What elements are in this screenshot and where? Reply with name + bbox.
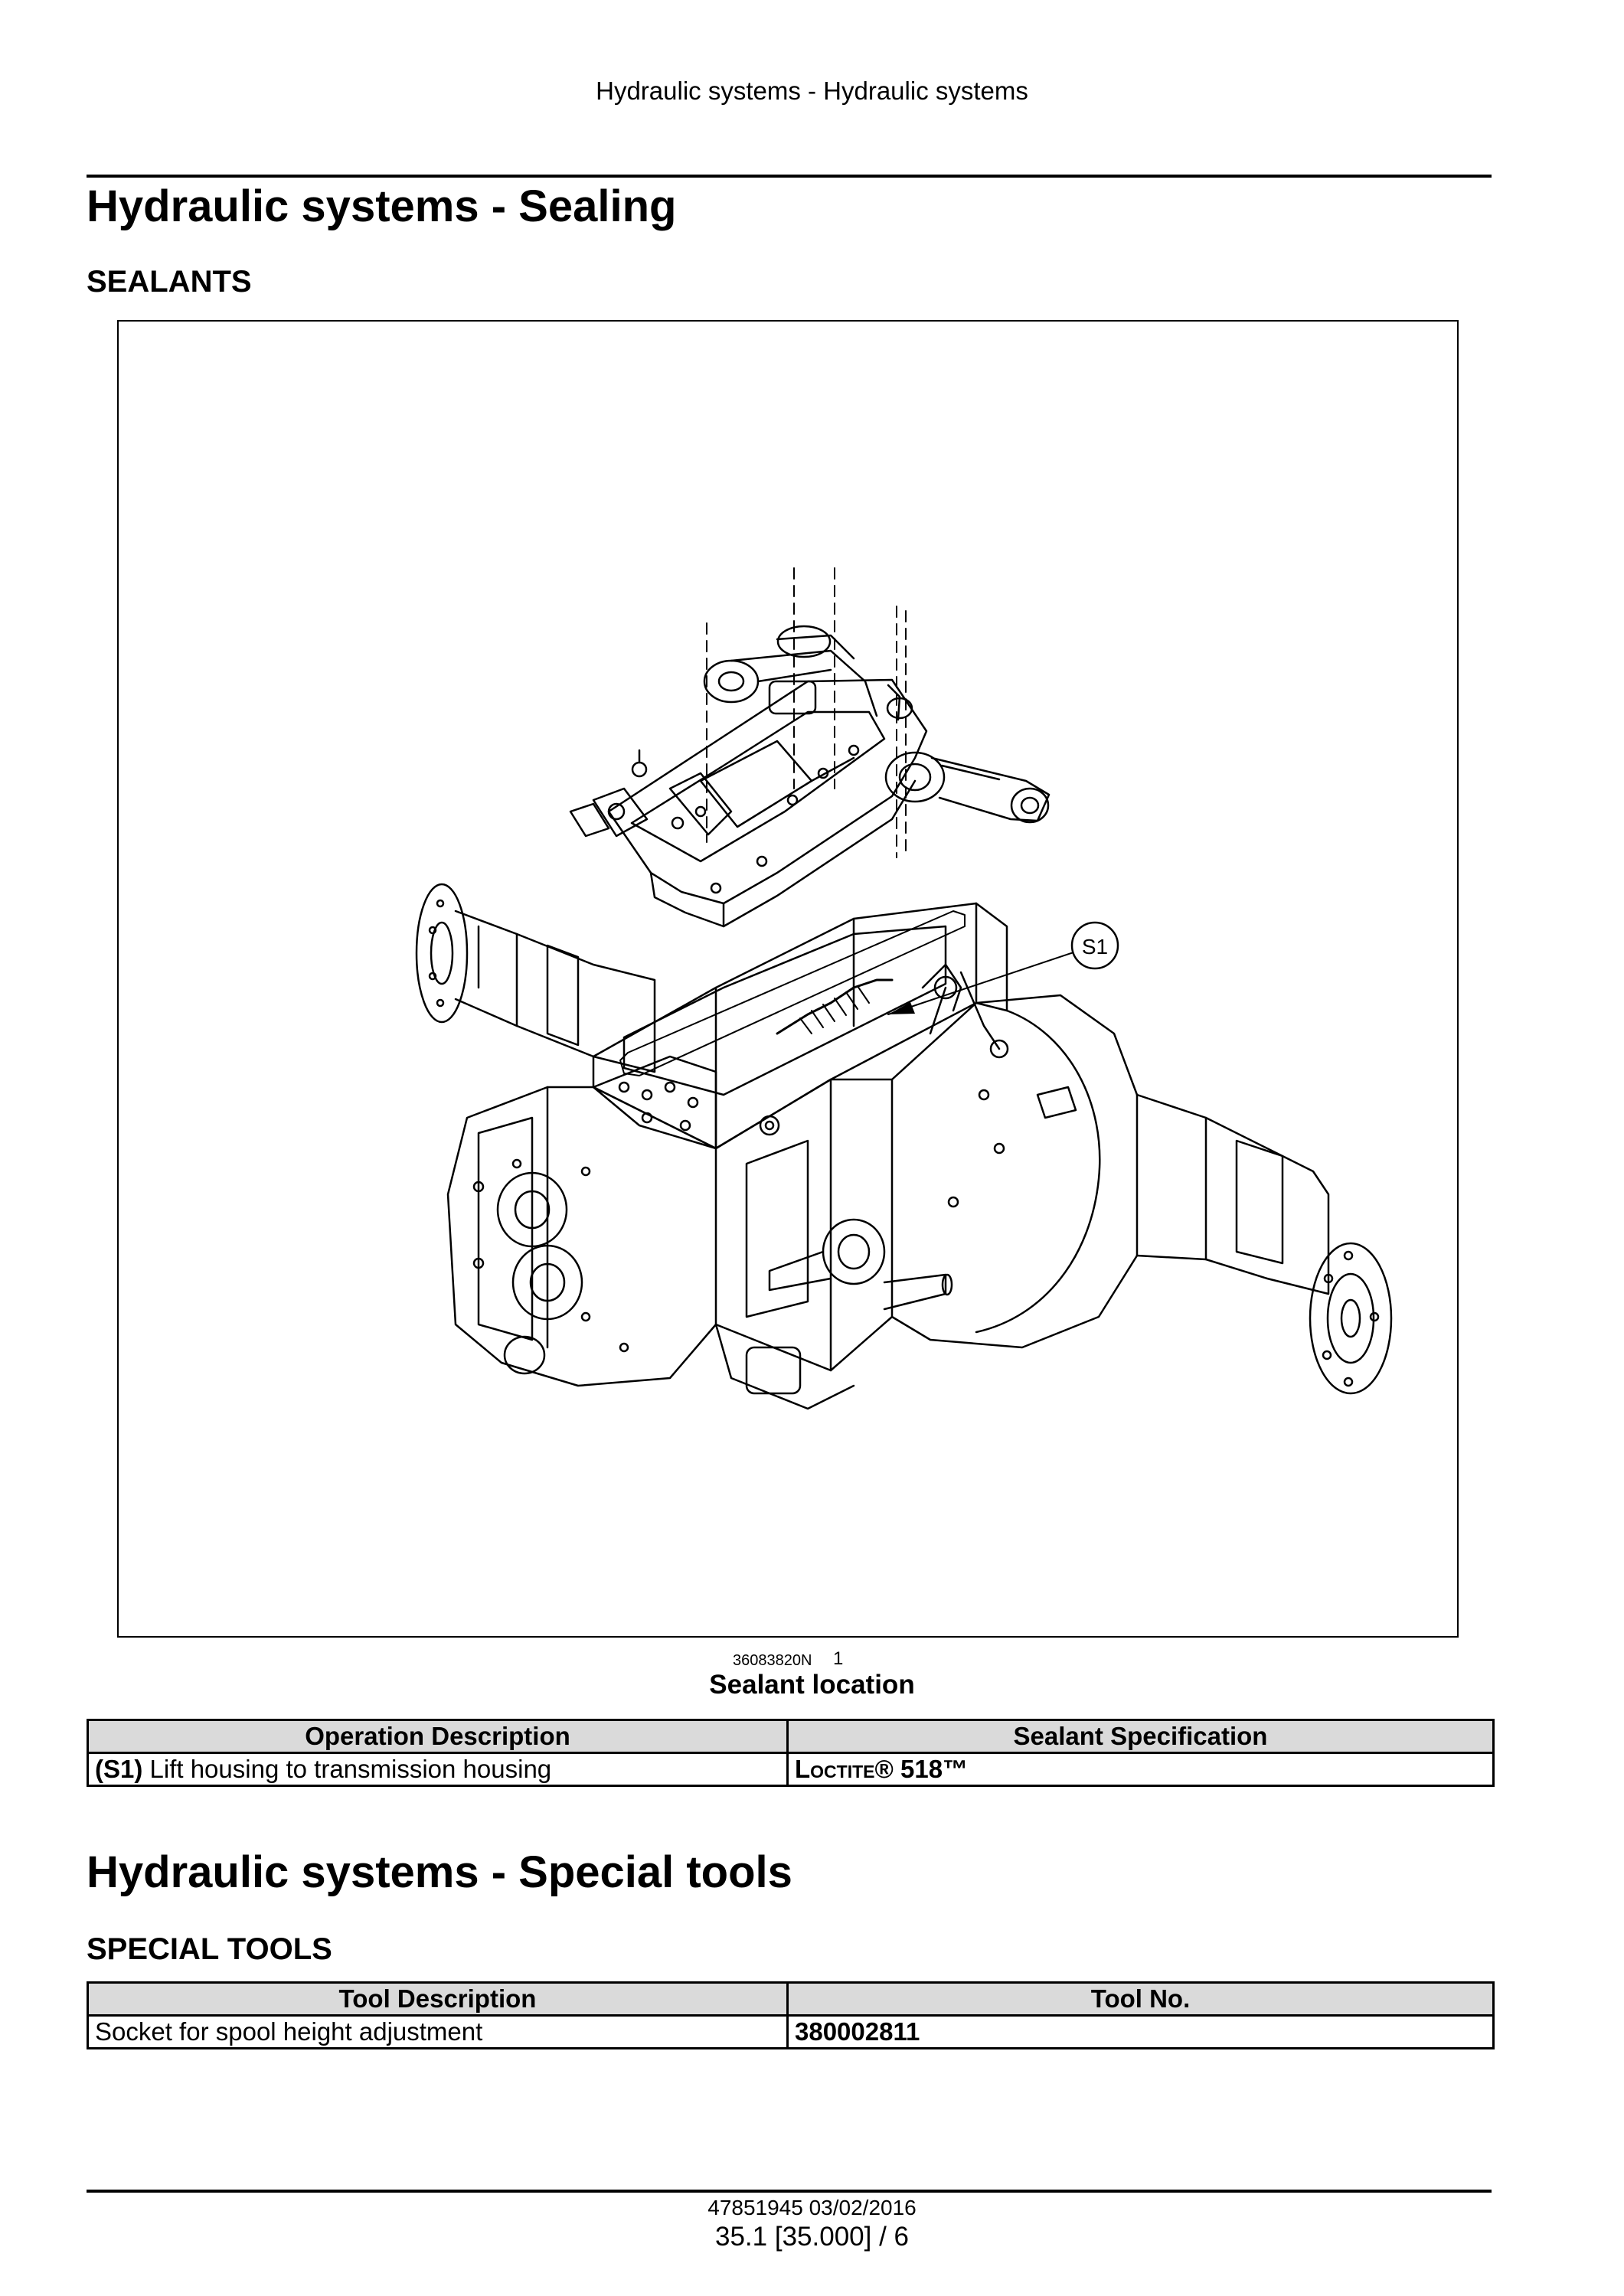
table-row: Socket for spool height adjustment 38000… — [87, 2014, 1495, 2049]
figure-caption: Sealant location — [709, 1670, 915, 1700]
footer-page-number: 35.1 [35.000] / 6 — [715, 2222, 909, 2252]
section-title-sealing: Hydraulic systems - Sealing — [87, 181, 677, 231]
header-rule — [87, 175, 1492, 178]
exploded-guide-lines — [706, 567, 907, 858]
sealant-location-figure: S1 — [117, 320, 1459, 1638]
figure-number: 1 — [833, 1648, 844, 1669]
tool-number-cell: 380002811 — [786, 2014, 1495, 2049]
subsection-title-special-tools: SPECIAL TOOLS — [87, 1932, 332, 1966]
transmission-lift-housing-drawing: S1 — [415, 567, 1393, 1410]
operation-description-cell: (S1) Lift housing to transmission housin… — [87, 1752, 789, 1787]
table-row: (S1) Lift housing to transmission housin… — [87, 1752, 1495, 1787]
sealant-brand: Loctite® — [795, 1755, 894, 1784]
running-header: Hydraulic systems - Hydraulic systems — [596, 77, 1028, 105]
column-header-sealant-specification: Sealant Specification — [786, 1719, 1495, 1754]
sealant-specification-table: Operation Description Sealant Specificat… — [87, 1719, 1495, 1787]
column-header-tool-number: Tool No. — [786, 1981, 1495, 2017]
table-header-row: Operation Description Sealant Specificat… — [87, 1719, 1495, 1754]
sealant-product: 518™ — [900, 1755, 969, 1784]
callout-s1-label: S1 — [1082, 935, 1108, 959]
section-title-special-tools: Hydraulic systems - Special tools — [87, 1847, 792, 1897]
table-header-row: Tool Description Tool No. — [87, 1981, 1495, 2017]
column-header-tool-description: Tool Description — [87, 1981, 789, 2017]
transmission-housing — [415, 883, 1393, 1410]
callout-s1-leader — [887, 921, 1119, 1015]
footer-document-id: 47851945 03/02/2016 — [707, 2196, 917, 2219]
operation-description: Lift housing to transmission housing — [149, 1755, 552, 1784]
subsection-title-sealants: SEALANTS — [87, 265, 252, 299]
column-header-operation-description: Operation Description — [87, 1719, 789, 1754]
footer-rule — [87, 2190, 1492, 2193]
lift-housing — [569, 625, 1051, 928]
tool-description-cell: Socket for spool height adjustment — [87, 2014, 789, 2049]
operation-code: (S1) — [95, 1755, 143, 1784]
figure-reference-code: 36083820N — [733, 1652, 812, 1669]
sealant-specification-cell: Loctite® 518™ — [786, 1752, 1495, 1787]
special-tools-table: Tool Description Tool No. Socket for spo… — [87, 1981, 1495, 2049]
